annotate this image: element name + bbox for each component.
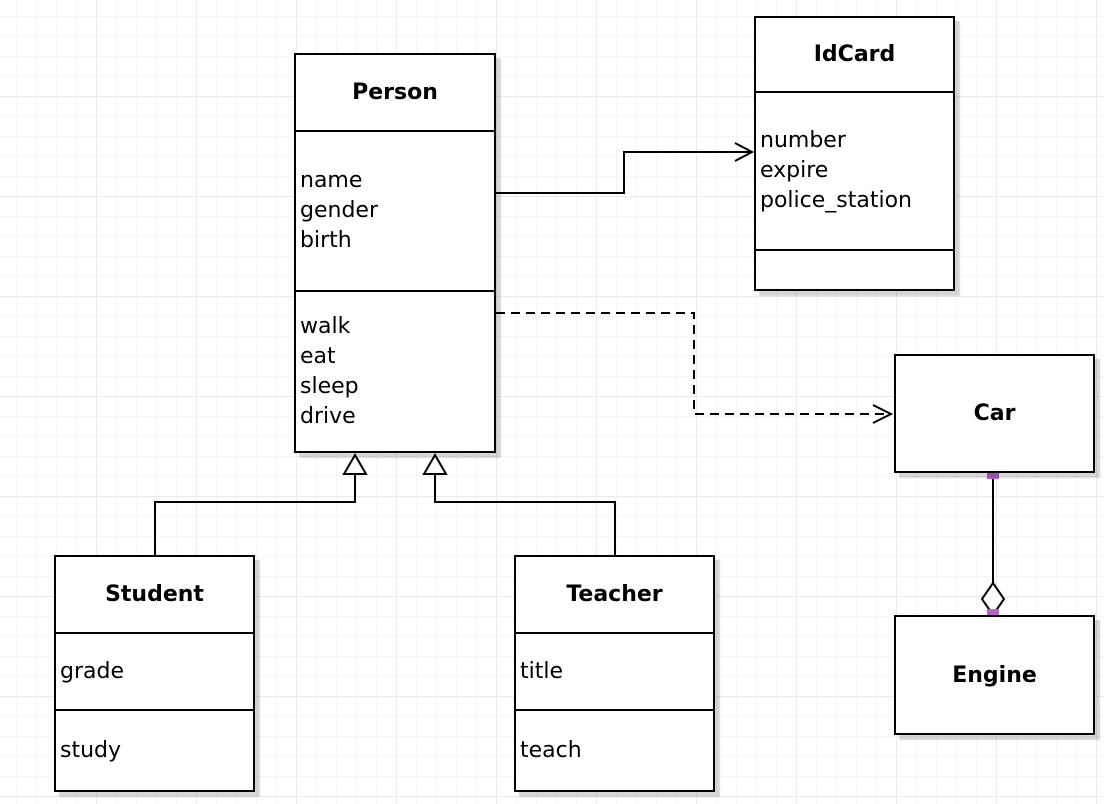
class-student-attributes: grade [56, 634, 253, 711]
attribute-item: expire [760, 158, 829, 183]
method-item: walk [300, 313, 351, 339]
class-teacher-methods: teach [516, 711, 713, 790]
generalization-teacher-person-edge[interactable] [422, 453, 616, 555]
attribute-item: number [760, 128, 846, 153]
method-item: sleep [300, 373, 359, 399]
class-person[interactable]: Person name gender birth walk eat sleep … [294, 53, 496, 453]
dependency-person-car-edge[interactable] [496, 312, 894, 424]
class-teacher-title: Teacher [516, 557, 713, 634]
class-person-attributes: name gender birth [296, 132, 494, 292]
class-engine-title: Engine [952, 662, 1037, 688]
class-engine[interactable]: Engine [894, 615, 1095, 735]
class-idcard-title: IdCard [756, 18, 953, 93]
attribute-item: title [520, 658, 564, 684]
method-item: drive [300, 403, 356, 429]
attribute-item: gender [300, 198, 378, 223]
class-person-methods: walk eat sleep drive [296, 292, 494, 451]
method-item: eat [300, 343, 336, 369]
hollow-diamond-icon [980, 581, 1006, 617]
class-teacher[interactable]: Teacher title teach [514, 555, 715, 792]
hollow-triangle-icon [422, 453, 448, 475]
class-car-title: Car [973, 401, 1016, 426]
class-idcard-attributes: number expire police_station [756, 93, 953, 251]
class-idcard[interactable]: IdCard number expire police_station [754, 16, 955, 291]
attribute-item: grade [60, 658, 124, 684]
method-item: teach [520, 737, 582, 763]
method-item: study [60, 737, 122, 763]
association-person-idcard-edge[interactable] [496, 142, 755, 194]
hollow-triangle-icon [342, 453, 368, 475]
aggregation-car-engine-edge[interactable] [980, 467, 1006, 621]
class-student-methods: study [56, 711, 253, 790]
attribute-item: birth [300, 228, 352, 253]
open-arrowhead-icon [872, 404, 894, 424]
class-car[interactable]: Car [894, 354, 1095, 473]
class-idcard-methods [756, 251, 953, 289]
attribute-item: police_station [760, 188, 912, 213]
class-student-title: Student [56, 557, 253, 634]
class-person-title: Person [296, 55, 494, 132]
class-student[interactable]: Student grade study [54, 555, 255, 792]
class-teacher-attributes: title [516, 634, 713, 711]
attribute-item: name [300, 168, 363, 193]
generalization-student-person-edge[interactable] [154, 453, 368, 555]
open-arrowhead-icon [734, 142, 755, 162]
